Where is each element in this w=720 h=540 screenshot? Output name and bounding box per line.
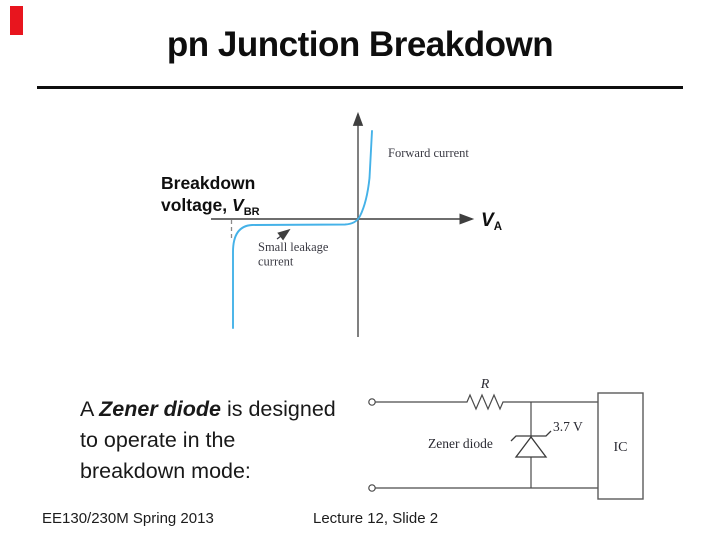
zener-circuit-figure: R Zener diode 3.7 V IC [368,377,644,500]
body-text-line2: to operate in the [80,428,236,452]
title-divider [37,86,683,89]
forward-current-label: Forward current [388,146,469,160]
body-text: A Zener diode is designed to operate in … [80,394,336,487]
x-axis-label: VA [481,210,502,233]
zener-diode-symbol [514,435,548,458]
footer-course: EE130/230M Spring 2013 [42,510,214,527]
leakage-arrow [276,228,291,241]
small-leakage-label-line1: Small leakage [258,240,329,254]
breakdown-label-line2-prefix: voltage, [161,195,232,215]
resistor-label: R [480,377,490,392]
zener-label: Zener diode [428,436,493,451]
voltage-label: 3.7 V [553,419,583,434]
footer-slide-ref: Lecture 12, Slide 2 [313,510,439,527]
iv-curve [232,130,373,329]
terminal-top-icon [368,398,376,406]
breakdown-voltage-var: V [232,195,244,215]
iv-curve-figure: Forward current Small leakage current VA [211,111,502,337]
red-accent-bar [10,6,23,35]
slide-title: pn Junction Breakdown [166,25,554,64]
ic-box [597,392,644,500]
top-wire-resistor-symbol [375,393,598,411]
zener-cathode-bar [510,430,552,442]
breakdown-voltage-sub: BR [243,206,260,218]
body-text-rest: is designed [221,397,336,421]
body-text-prefix: A [80,397,100,421]
breakdown-label-line1: Breakdown [161,173,256,193]
body-text-line3: breakdown mode: [80,459,251,483]
terminal-bottom-icon [368,484,376,492]
ic-label: IC [614,440,628,455]
body-text-emphasis: Zener diode [99,397,221,421]
small-leakage-label-line2: current [258,255,294,269]
breakdown-voltage-label: Breakdown voltage, VBR [161,172,260,223]
